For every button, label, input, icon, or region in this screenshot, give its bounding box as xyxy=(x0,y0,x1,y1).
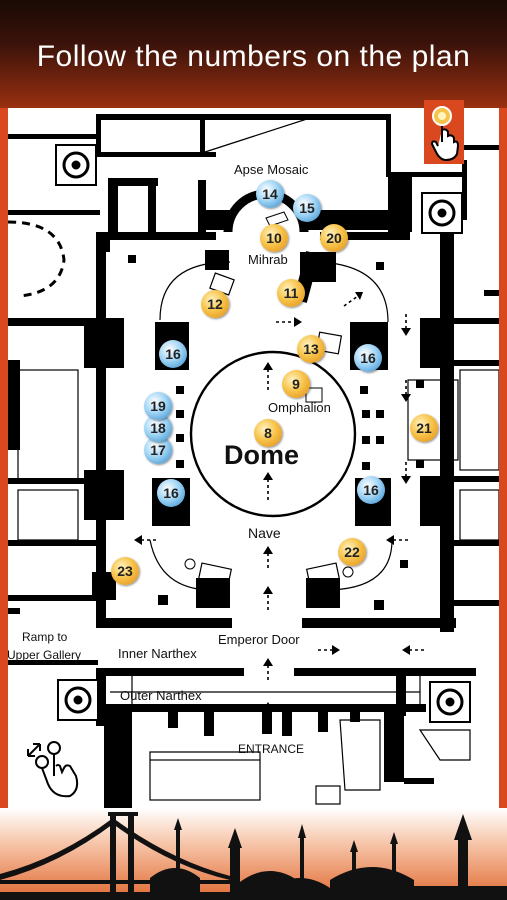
header-bar: Follow the numbers on the plan xyxy=(0,0,507,108)
stop-marker-16-nw[interactable]: 16 xyxy=(159,340,187,368)
stop-marker-22[interactable]: 22 xyxy=(338,538,366,566)
pinch-zoom-icon xyxy=(27,741,79,798)
hand-tap-icon xyxy=(430,106,460,162)
stop-marker-15[interactable]: 15 xyxy=(293,194,321,222)
stop-marker-23[interactable]: 23 xyxy=(111,557,139,585)
label-ramp-line2: Upper Gallery xyxy=(8,648,82,662)
skyline-footer xyxy=(0,808,507,900)
stop-marker-9[interactable]: 9 xyxy=(282,370,310,398)
stop-marker-16-sw[interactable]: 16 xyxy=(157,479,185,507)
page-title: Follow the numbers on the plan xyxy=(36,40,471,73)
stop-marker-14[interactable]: 14 xyxy=(256,180,284,208)
label-entrance: ENTRANCE xyxy=(238,742,305,756)
label-mihrab: Mihrab xyxy=(248,252,288,267)
stop-marker-16-se[interactable]: 16 xyxy=(357,476,385,504)
stop-marker-13[interactable]: 13 xyxy=(297,335,325,363)
floor-plan[interactable]: Apse Mosaic Mihrab Omphalion Dome Nave E… xyxy=(8,108,499,808)
stop-marker-17[interactable]: 17 xyxy=(144,436,172,464)
label-inner-narthex: Inner Narthex xyxy=(118,646,197,661)
stop-marker-21[interactable]: 21 xyxy=(410,414,438,442)
label-nave: Nave xyxy=(248,525,281,541)
label-apse-mosaic: Apse Mosaic xyxy=(234,162,309,177)
stop-marker-12[interactable]: 12 xyxy=(201,290,229,318)
istanbul-skyline-silhouette xyxy=(0,812,507,900)
stop-marker-10[interactable]: 10 xyxy=(260,224,288,252)
label-emperor-door: Emperor Door xyxy=(218,632,300,647)
stop-marker-8[interactable]: 8 xyxy=(254,419,282,447)
locate-toggle-button[interactable] xyxy=(424,100,464,164)
label-outer-narthex: Outer Narthex xyxy=(120,688,202,703)
stop-marker-19[interactable]: 19 xyxy=(144,392,172,420)
floor-plan-drawing xyxy=(8,114,499,808)
stop-marker-11[interactable]: 11 xyxy=(277,279,305,307)
label-ramp-line1: Ramp to xyxy=(22,630,68,644)
stop-marker-16-ne[interactable]: 16 xyxy=(354,344,382,372)
label-omphalion: Omphalion xyxy=(268,400,331,415)
stop-marker-20[interactable]: 20 xyxy=(320,224,348,252)
